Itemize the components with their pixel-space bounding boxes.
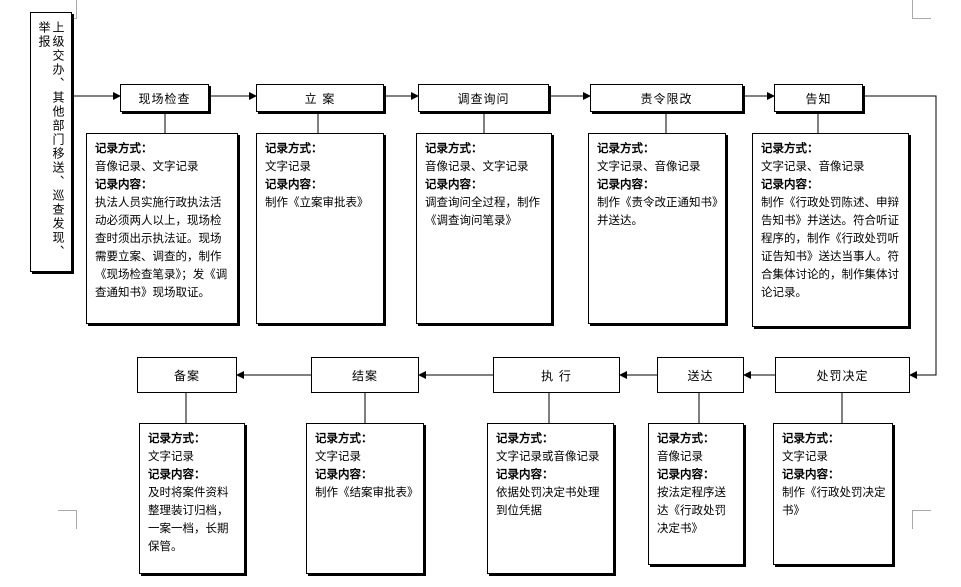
record-method: 文字记录 [265, 159, 311, 173]
stage-diaocha-xunwen: 调查询问 [418, 84, 549, 112]
record-content-label: 记录内容： [315, 467, 373, 481]
stage-zeling-xiangai: 责令限改 [590, 84, 743, 112]
record-method: 文字记录 [782, 449, 828, 463]
record-content-label: 记录内容： [761, 177, 819, 191]
note-jiean: 记录方式： 文字记录 记录内容： 制作《结案审批表》 [306, 423, 424, 574]
record-content-label: 记录内容： [782, 467, 840, 481]
record-content-label: 记录内容： [265, 177, 323, 191]
record-method-label: 记录方式： [425, 141, 483, 155]
record-method-label: 记录方式： [782, 431, 840, 445]
record-method-label: 记录方式： [95, 141, 153, 155]
note-chufa-jueding: 记录方式： 文字记录 记录内容： 制作《行政处罚决定书》 [773, 423, 893, 565]
stage-label: 调查询问 [457, 91, 510, 106]
record-method-label: 记录方式： [265, 141, 323, 155]
stage-label: 立 案 [304, 91, 336, 106]
stage-xianchang-jiancha: 现场检查 [120, 84, 209, 112]
stage-songda: 送达 [657, 357, 744, 393]
stage-label: 现场检查 [138, 91, 191, 106]
note-diaocha-xunwen: 记录方式： 音像记录、文字记录 记录内容： 调查询问全过程，制作《调查询问笔录》 [416, 133, 552, 324]
note-zeling-xiangai: 记录方式： 文字记录、音像记录 记录内容： 制作《责令改正通知书》并送达。 [588, 133, 726, 324]
record-content-label: 记录内容： [425, 177, 483, 191]
record-method: 音像记录 [657, 449, 703, 463]
record-content: 制作《责令改正通知书》并送达。 [597, 195, 718, 227]
stage-label: 处罚决定 [816, 368, 869, 383]
record-content-label: 记录内容： [148, 467, 206, 481]
arrow-gaozhi-to-chufa [863, 95, 937, 379]
stage-label: 执 行 [541, 368, 572, 383]
stage-beian: 备案 [137, 357, 237, 393]
record-method: 文字记录 [148, 449, 194, 463]
record-content-label: 记录内容： [657, 467, 715, 481]
crop-mark-top-right [912, 0, 931, 19]
record-method: 文字记录、音像记录 [597, 159, 701, 173]
record-method: 音像记录、文字记录 [425, 159, 529, 173]
stage-zhixing: 执 行 [493, 357, 620, 393]
stage-jiean: 结案 [311, 357, 419, 393]
record-content: 制作《行政处罚决定书》 [782, 485, 886, 517]
record-method-label: 记录方式： [315, 431, 373, 445]
record-method: 音像记录、文字记录 [95, 159, 199, 173]
record-content-label: 记录内容： [95, 177, 153, 191]
note-beian: 记录方式： 文字记录 记录内容： 及时将案件资料整理装订归档，一案一档，长期保管… [139, 423, 245, 574]
record-content: 制作《结案审批表》 [315, 485, 419, 499]
record-content: 按法定程序送达《行政处罚决定书》 [657, 485, 726, 535]
stage-label: 责令限改 [640, 91, 693, 106]
record-method: 文字记录或音像记录 [496, 449, 600, 463]
note-zhixing: 记录方式： 文字记录或音像记录 记录内容： 依据处罚决定书处理到位凭据 [487, 423, 614, 574]
record-method-label: 记录方式： [761, 141, 819, 155]
stage-gaozhi: 告知 [774, 84, 863, 112]
record-content: 及时将案件资料整理装订归档，一案一档，长期保管。 [148, 485, 229, 553]
record-content-label: 记录内容： [496, 467, 554, 481]
crop-mark-bottom-right [912, 510, 931, 529]
record-content: 依据处罚决定书处理到位凭据 [496, 485, 600, 517]
record-content: 执法人员实施行政执法活动必须两人以上，现场检查时须出示执法证。现场需要立案、调查… [95, 195, 228, 299]
stage-label: 备案 [173, 368, 200, 383]
record-method-label: 记录方式： [148, 431, 206, 445]
note-songda: 记录方式： 音像记录 记录内容： 按法定程序送达《行政处罚决定书》 [648, 423, 744, 565]
stage-chufa-jueding: 处罚决定 [775, 357, 910, 393]
note-lian: 记录方式： 文字记录 记录内容： 制作《立案审批表》 [256, 133, 384, 324]
source-box: 上级交办、其他部门移送、巡查发现、举报 [30, 12, 72, 272]
record-content: 调查询问全过程，制作《调查询问笔录》 [425, 195, 540, 227]
record-method-label: 记录方式： [657, 431, 715, 445]
stage-label: 告知 [805, 91, 832, 106]
note-xianchang-jiancha: 记录方式： 音像记录、文字记录 记录内容： 执法人员实施行政执法活动必须两人以上… [86, 133, 238, 324]
record-method-label: 记录方式： [496, 431, 554, 445]
stage-label: 结案 [351, 368, 378, 383]
source-text: 上级交办、其他部门移送、巡查发现、举报 [37, 21, 65, 259]
stage-lian: 立 案 [256, 84, 384, 112]
record-content: 制作《行政处罚陈述、申辩告知书》并送达。符合听证程序的，制作《行政处罚听证告知书… [761, 195, 899, 299]
record-method: 文字记录、音像记录 [761, 159, 865, 173]
record-content: 制作《立案审批表》 [265, 195, 369, 209]
note-gaozhi: 记录方式： 文字记录、音像记录 记录内容： 制作《行政处罚陈述、申辩告知书》并送… [752, 133, 909, 327]
stage-label: 送达 [687, 368, 714, 383]
crop-mark-bottom-left [58, 510, 77, 529]
record-method-label: 记录方式： [597, 141, 655, 155]
record-method: 文字记录 [315, 449, 361, 463]
record-content-label: 记录内容： [597, 177, 655, 191]
